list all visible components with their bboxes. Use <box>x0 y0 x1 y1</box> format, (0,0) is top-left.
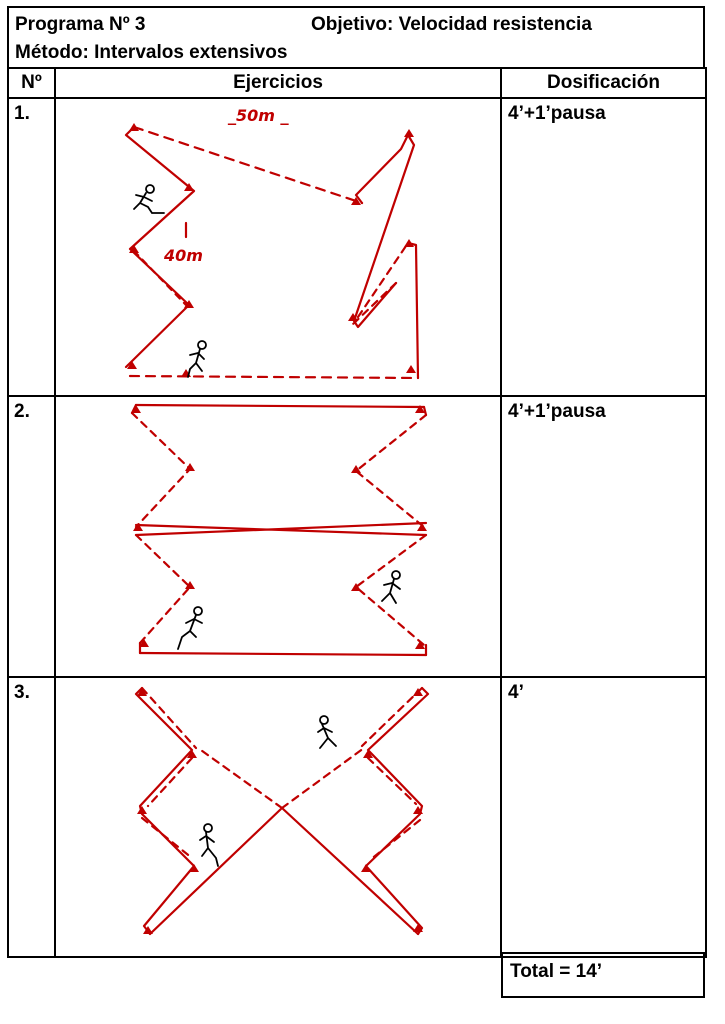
cone-icon <box>417 523 427 531</box>
cone-icon <box>185 581 195 589</box>
exercise-diagram-2 <box>56 397 500 676</box>
drill-diagram-1: _50m _ 40m <box>124 106 420 380</box>
cone-icon <box>404 129 414 137</box>
cone-icon <box>351 465 361 473</box>
cone-icon <box>348 313 358 321</box>
distance-label-top: _50m _ <box>227 106 290 125</box>
program-title: Programa Nº 3 <box>15 14 146 35</box>
cone-icon <box>127 361 137 369</box>
runner-icon <box>317 715 337 749</box>
drill-diagram-2 <box>130 403 428 657</box>
cone-icon <box>404 239 414 247</box>
cone-icon <box>415 405 425 413</box>
cone-icon <box>129 245 139 253</box>
cone-icon <box>363 750 373 758</box>
row-number: 2. <box>7 395 56 678</box>
distance-label-side: 40m <box>163 246 203 265</box>
runner-icon <box>381 570 401 604</box>
cone-icon <box>129 123 139 131</box>
cone-icon <box>133 523 143 531</box>
row-number: 1. <box>7 97 56 397</box>
column-header-dosage: Dosificación <box>500 67 707 99</box>
cone-icon <box>137 806 147 814</box>
cone-icon <box>351 197 361 205</box>
cone-icon <box>413 806 423 814</box>
row-number: 3. <box>7 676 56 958</box>
cone-icon <box>143 926 153 934</box>
row-dosage: 4’+1’pausa <box>500 395 707 678</box>
cone-icon <box>137 688 147 696</box>
column-header-exercises: Ejercicios <box>54 67 502 99</box>
cone-icon <box>413 688 423 696</box>
exercise-table: Nº Ejercicios Dosificación 1. <box>7 67 707 958</box>
cone-icon <box>406 365 416 373</box>
table-row: 3. <box>7 676 707 958</box>
table-header-row: Nº Ejercicios Dosificación <box>7 67 707 99</box>
runner-icon <box>187 340 207 378</box>
cone-icon <box>415 641 425 649</box>
cone-icon <box>413 924 423 932</box>
exercise-diagram-cell: _50m _ 40m <box>54 97 502 397</box>
drill-diagram-3 <box>134 686 430 936</box>
cone-icon <box>184 183 194 191</box>
row-dosage: 4’ <box>500 676 707 958</box>
table-row: 1. <box>7 97 707 397</box>
exercise-diagram-1: _50m _ 40m <box>56 99 500 395</box>
cone-icon <box>139 639 149 647</box>
exercise-diagram-cell <box>54 395 502 678</box>
cone-icon <box>361 864 371 872</box>
exercise-diagram-3 <box>56 678 500 956</box>
program-method: Método: Intervalos extensivos <box>15 42 288 63</box>
cone-icon <box>131 405 141 413</box>
cone-icon <box>351 583 361 591</box>
column-header-number: Nº <box>7 67 56 99</box>
runner-icon <box>133 184 165 214</box>
program-header: Programa Nº 3 Objetivo: Velocidad resist… <box>7 6 705 67</box>
total-duration: Total = 14’ <box>501 952 705 998</box>
table-row: 2. <box>7 395 707 678</box>
cone-icon <box>189 864 199 872</box>
cone-icon <box>187 750 197 758</box>
cone-icon <box>184 300 194 308</box>
exercise-diagram-cell <box>54 676 502 958</box>
runner-icon <box>177 606 203 650</box>
cone-icon <box>185 463 195 471</box>
row-dosage: 4’+1’pausa <box>500 97 707 397</box>
program-objective: Objetivo: Velocidad resistencia <box>311 14 592 35</box>
runner-icon <box>199 823 219 867</box>
